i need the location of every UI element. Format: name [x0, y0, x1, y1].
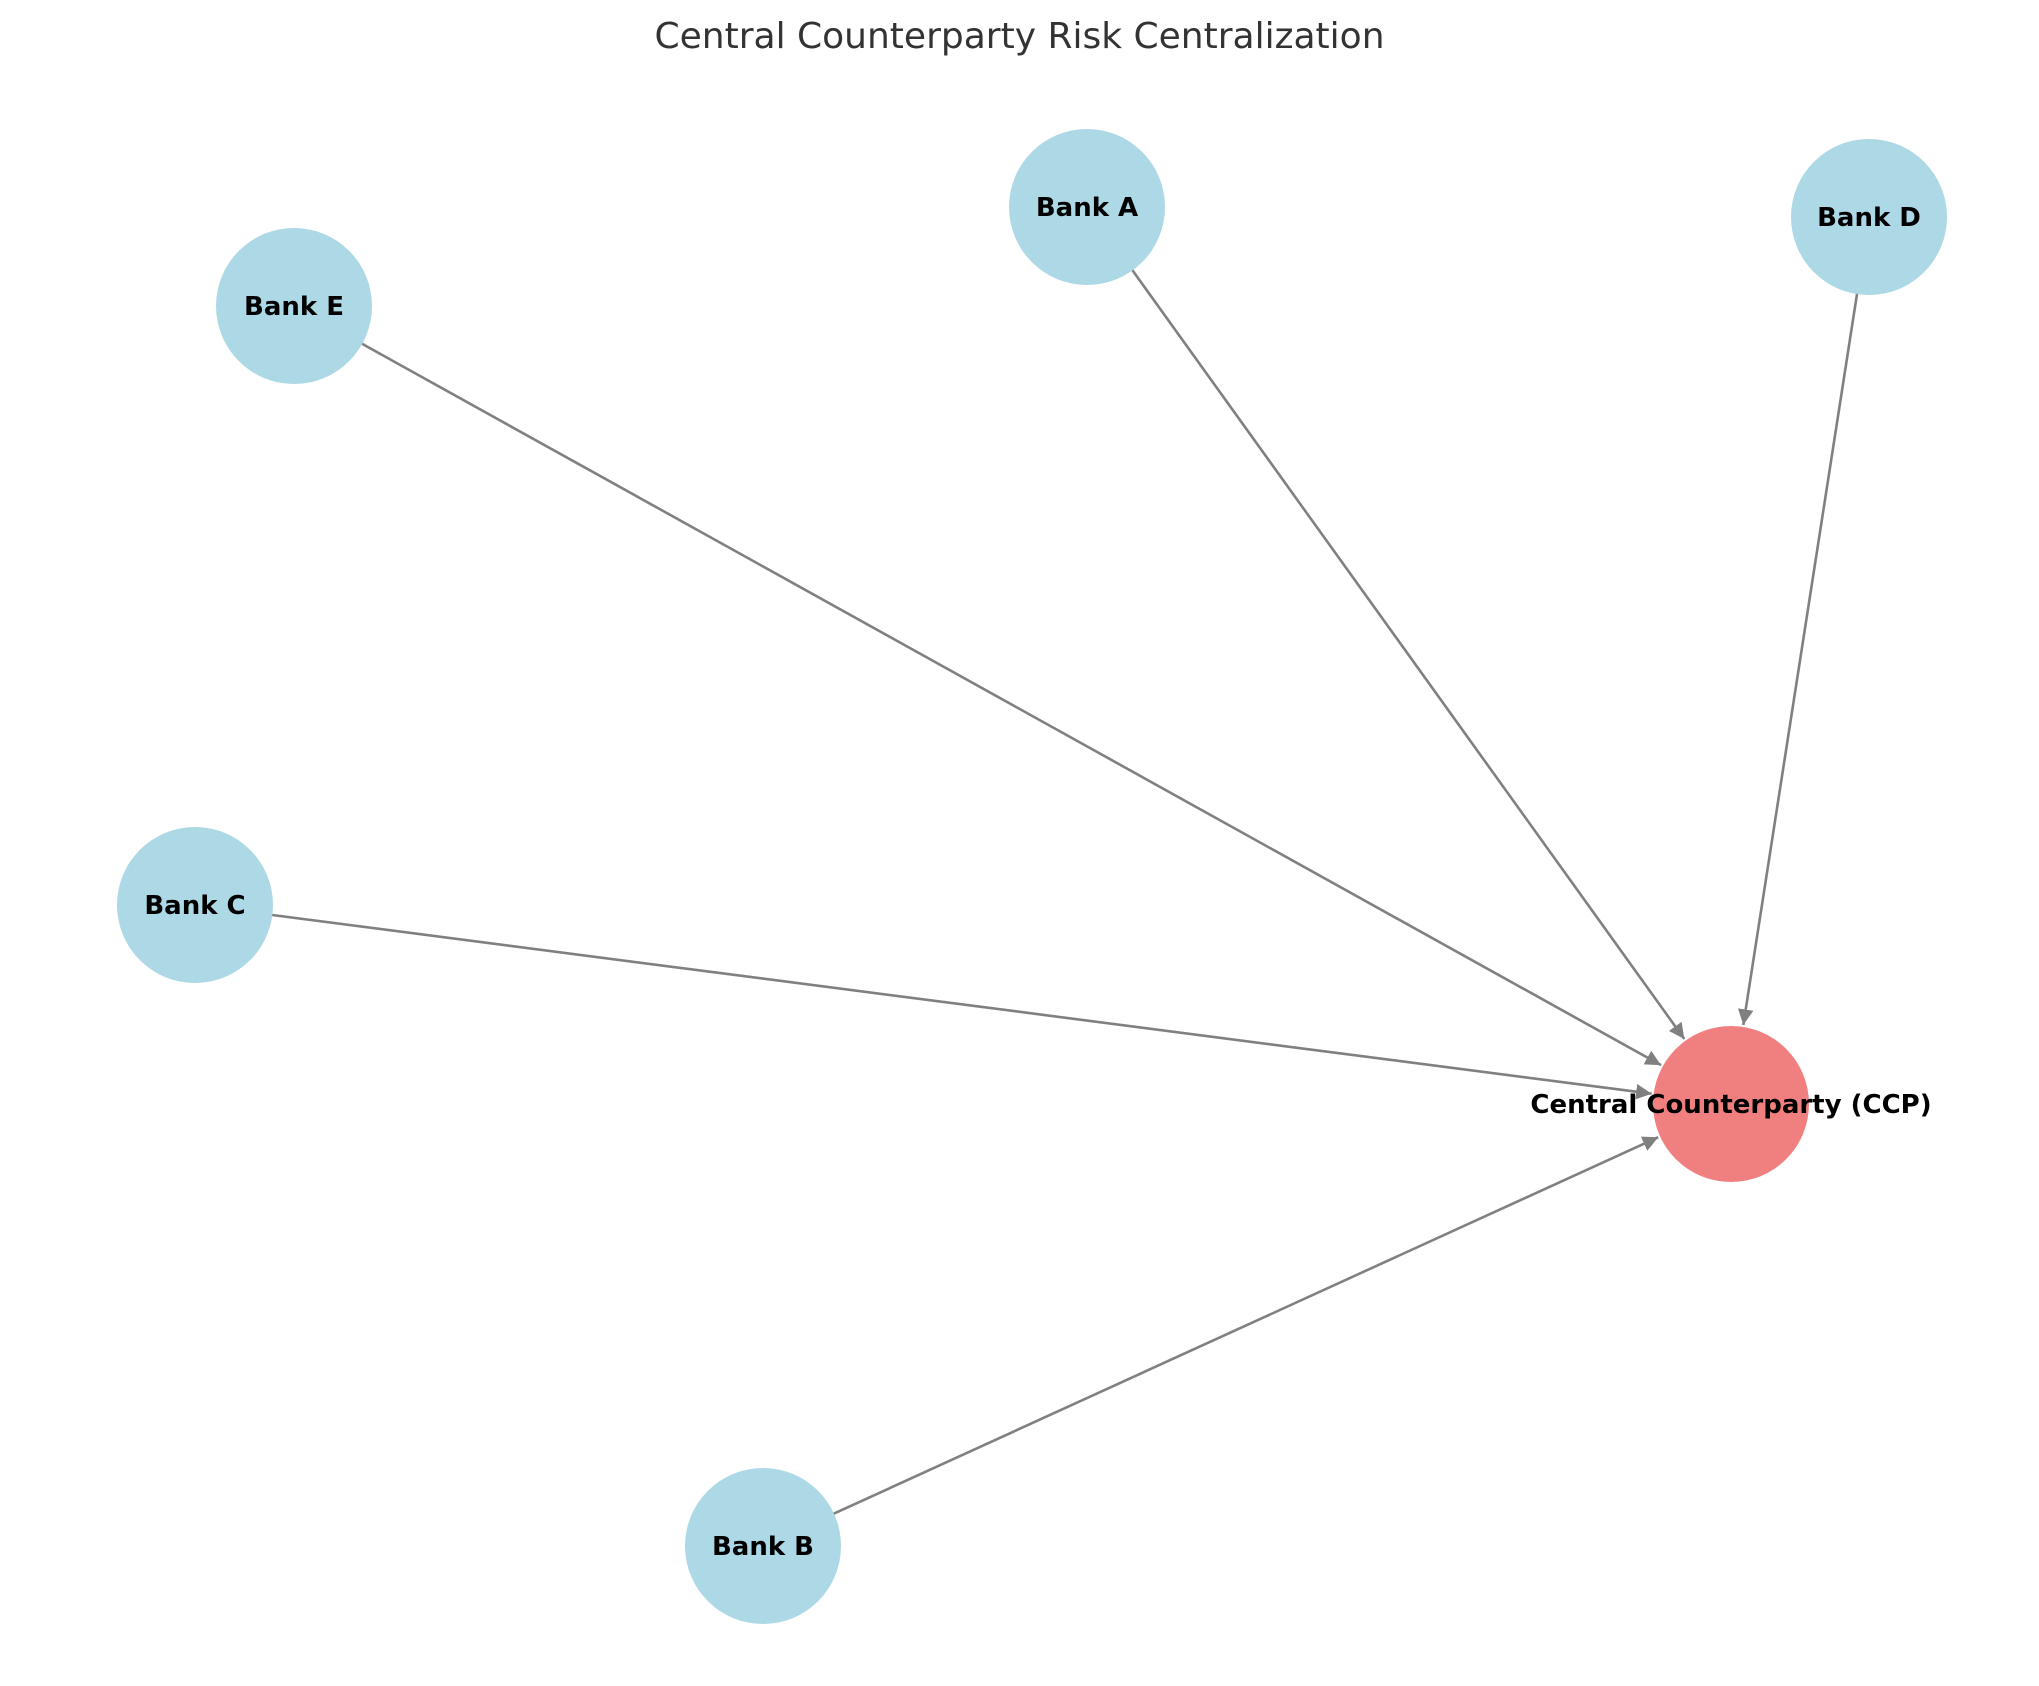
node-label-bank-c: Bank C	[144, 891, 245, 921]
node-bank-b: Bank B	[685, 1468, 841, 1624]
node-circle-bank-b	[685, 1468, 841, 1624]
node-ccp: Central Counterparty (CCP)	[1530, 1026, 1932, 1182]
node-bank-d: Bank D	[1791, 139, 1947, 295]
edges-layer	[269, 267, 1859, 1517]
edge-bank-d-to-ccp	[1737, 290, 1859, 1026]
node-bank-c: Bank C	[117, 827, 273, 983]
node-circle-bank-a	[1009, 129, 1165, 285]
edge-bank-e-to-ccp	[358, 341, 1662, 1067]
edge-bank-a-to-ccp	[1129, 267, 1686, 1040]
node-label-ccp: Central Counterparty (CCP)	[1530, 1090, 1931, 1120]
edge-bank-c-to-ccp	[269, 913, 1652, 1100]
node-bank-a: Bank A	[1009, 129, 1165, 285]
node-circle-bank-d	[1791, 139, 1947, 295]
node-label-bank-a: Bank A	[1036, 193, 1138, 223]
node-circle-ccp	[1653, 1026, 1809, 1182]
node-label-bank-e: Bank E	[244, 292, 344, 322]
diagram-title: Central Counterparty Risk Centralization	[654, 16, 1384, 57]
node-label-bank-d: Bank D	[1817, 203, 1921, 233]
node-circle-bank-c	[117, 827, 273, 983]
edge-bank-b-to-ccp	[830, 1136, 1659, 1517]
node-label-bank-b: Bank B	[712, 1532, 814, 1562]
nodes-layer: Bank A Bank B Bank C Bank D Bank E Central Co…	[117, 129, 1947, 1624]
node-bank-e: Bank E	[216, 228, 372, 384]
node-circle-bank-e	[216, 228, 372, 384]
